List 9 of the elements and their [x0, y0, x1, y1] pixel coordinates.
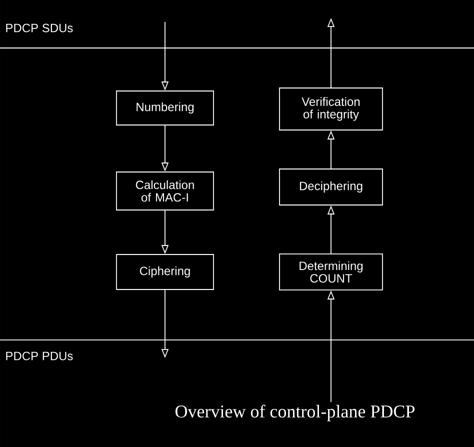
flow-label: PDCP SDUs — [6, 24, 73, 32]
process-box: Ciphering — [116, 254, 214, 290]
caption: Overview of control-plane PDCP — [176, 404, 414, 422]
process-box: Calculation of MAC-I — [116, 172, 214, 210]
process-box: Determining COUNT — [279, 254, 383, 290]
process-box: Numbering — [116, 90, 214, 126]
process-box: Verification of integrity — [279, 88, 383, 130]
flow-label: PDCP PDUs — [6, 352, 73, 360]
process-box: Deciphering — [279, 168, 383, 206]
